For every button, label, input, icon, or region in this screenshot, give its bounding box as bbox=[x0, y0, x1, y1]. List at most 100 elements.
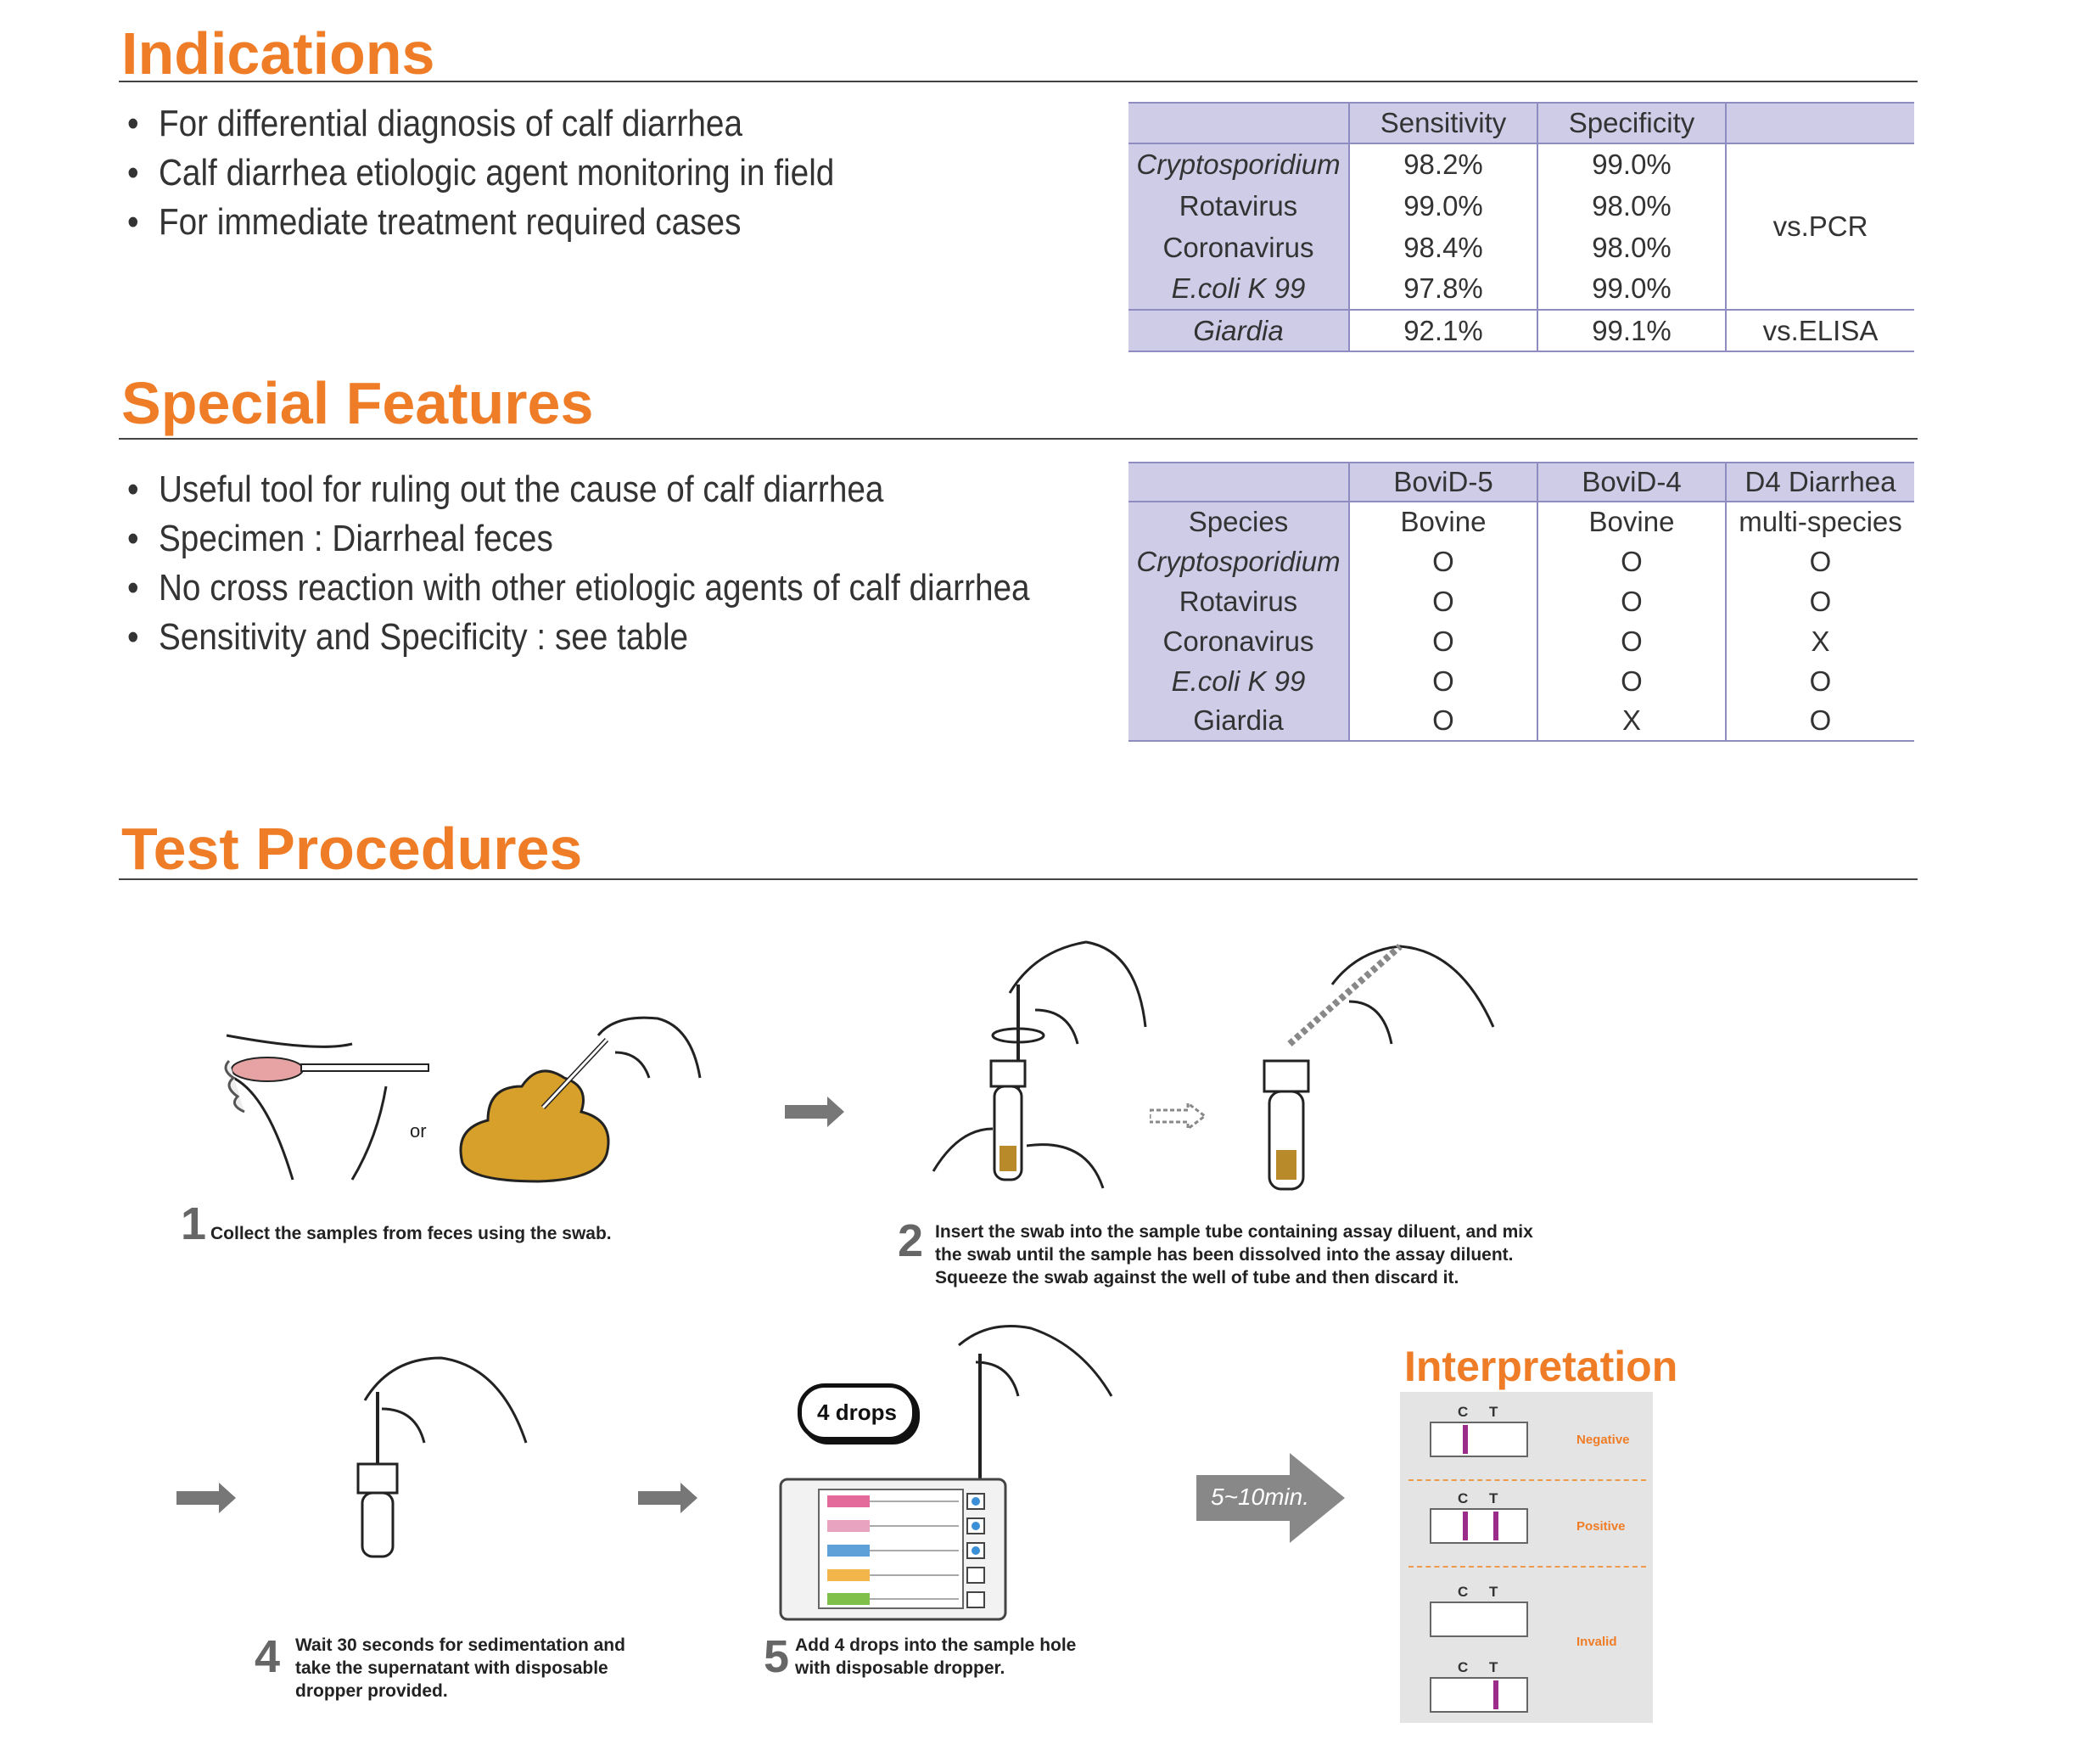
reference-method: vs.ELISA bbox=[1762, 314, 1879, 346]
table-cell: X bbox=[1537, 701, 1727, 741]
t-label: T bbox=[1489, 1659, 1498, 1675]
table-cell: O bbox=[1349, 541, 1538, 581]
arrow-icon bbox=[638, 1483, 697, 1513]
header-d4-diarrhea: D4 Diarrhea bbox=[1726, 463, 1914, 502]
time-arrow bbox=[1196, 1453, 1345, 1543]
test-line bbox=[1493, 1512, 1498, 1540]
row-label: Rotavirus bbox=[1128, 185, 1350, 227]
row-label: E.coli K 99 bbox=[1128, 268, 1350, 310]
row-label: Giardia bbox=[1128, 310, 1350, 351]
row-label: Species bbox=[1128, 502, 1350, 541]
positive-strip bbox=[1430, 1508, 1528, 1544]
step-number: 1 bbox=[181, 1198, 207, 1249]
specificity-value: 99.1% bbox=[1537, 310, 1727, 351]
header-bovid4: BoviD-4 bbox=[1537, 463, 1727, 502]
header-cell bbox=[1726, 103, 1914, 143]
indication-item: For immediate treatment required cases bbox=[127, 198, 834, 247]
test-device-illustration bbox=[779, 1325, 1113, 1621]
procedures-title: Test Procedures bbox=[121, 816, 583, 882]
sensitivity-value: 98.4% bbox=[1349, 227, 1538, 268]
header-bovid5: BoviD-5 bbox=[1349, 463, 1538, 502]
feature-item: Sensitivity and Specificity : see table bbox=[127, 613, 1030, 662]
interpretation-title: Interpretation bbox=[1404, 1343, 1678, 1390]
invalid-label: Invalid bbox=[1576, 1635, 1617, 1649]
table-cell: O bbox=[1809, 704, 1832, 736]
negative-strip bbox=[1430, 1422, 1528, 1457]
step1-illustration: or bbox=[224, 1016, 702, 1183]
feature-item: Specimen : Diarrheal feces bbox=[127, 514, 1030, 564]
c-label: C bbox=[1458, 1490, 1469, 1506]
step-text: Collect the samples from feces using the… bbox=[210, 1224, 612, 1243]
drops-badge: 4 drops bbox=[798, 1383, 916, 1441]
step4-illustration bbox=[356, 1356, 528, 1558]
or-label: or bbox=[410, 1120, 427, 1142]
header-sensitivity: Sensitivity bbox=[1349, 103, 1538, 143]
table-cell: O bbox=[1809, 545, 1832, 577]
dashed-arrow-icon bbox=[1150, 1103, 1207, 1129]
drops-label: 4 drops bbox=[817, 1400, 897, 1425]
table-cell: O bbox=[1349, 661, 1538, 701]
t-label: T bbox=[1489, 1490, 1498, 1506]
c-label: C bbox=[1458, 1659, 1469, 1675]
indications-title: Indications bbox=[121, 20, 435, 87]
indication-item: For differential diagnosis of calf diarr… bbox=[127, 99, 834, 149]
table-cell: O bbox=[1349, 621, 1538, 661]
sensitivity-value: 92.1% bbox=[1349, 310, 1538, 351]
c-label: C bbox=[1458, 1404, 1469, 1420]
indication-item: Calf diarrhea etiologic agent monitoring… bbox=[127, 149, 834, 198]
header-cell bbox=[1128, 103, 1350, 143]
feature-item: No cross reaction with other etiologic a… bbox=[127, 564, 1030, 613]
step2-illustration-mix bbox=[932, 940, 1147, 1189]
test-line bbox=[1493, 1680, 1498, 1709]
comparison-table: BoviD-5 BoviD-4 D4 Diarrhea Species Bovi… bbox=[1128, 462, 1914, 742]
specificity-value: 98.0% bbox=[1537, 227, 1727, 268]
header-specificity: Specificity bbox=[1537, 103, 1727, 143]
step-text: Add 4 drops into the sample hole with di… bbox=[795, 1635, 1077, 1678]
table-cell: O bbox=[1349, 701, 1538, 741]
positive-label: Positive bbox=[1576, 1519, 1626, 1534]
c-label: C bbox=[1458, 1584, 1469, 1600]
features-rule bbox=[119, 438, 1918, 440]
sensitivity-value: 97.8% bbox=[1349, 268, 1538, 310]
table-cell: O bbox=[1349, 581, 1538, 621]
table-cell: O bbox=[1809, 585, 1832, 617]
invalid-strip bbox=[1430, 1677, 1528, 1713]
step-number: 2 bbox=[898, 1215, 924, 1266]
row-label: Cryptosporidium bbox=[1128, 541, 1350, 581]
arrow-icon bbox=[785, 1097, 844, 1127]
row-label: Giardia bbox=[1128, 701, 1350, 741]
row-label: E.coli K 99 bbox=[1128, 661, 1350, 701]
reference-method: vs.PCR bbox=[1726, 143, 1914, 311]
table-cell: multi-species bbox=[1739, 506, 1902, 537]
step-text: Wait 30 seconds for sedimentation and ta… bbox=[295, 1635, 625, 1701]
sensitivity-value: 99.0% bbox=[1349, 185, 1538, 227]
table-cell: Bovine bbox=[1537, 502, 1727, 541]
control-line bbox=[1463, 1512, 1468, 1540]
indications-list: For differential diagnosis of calf diarr… bbox=[127, 99, 834, 247]
divider bbox=[1408, 1479, 1646, 1481]
table-cell: O bbox=[1537, 621, 1727, 661]
step-number: 5 bbox=[764, 1631, 790, 1682]
table-cell: X bbox=[1811, 625, 1830, 657]
specificity-value: 99.0% bbox=[1537, 268, 1727, 310]
t-label: T bbox=[1489, 1404, 1498, 1420]
table-cell: O bbox=[1537, 661, 1727, 701]
features-list: Useful tool for ruling out the cause of … bbox=[127, 465, 1030, 662]
indications-rule bbox=[119, 81, 1918, 82]
table-cell: O bbox=[1537, 541, 1727, 581]
specificity-value: 98.0% bbox=[1537, 185, 1727, 227]
row-label: Coronavirus bbox=[1128, 621, 1350, 661]
row-label: Rotavirus bbox=[1128, 581, 1350, 621]
invalid-strip bbox=[1430, 1602, 1528, 1637]
time-label: 5~10min. bbox=[1211, 1484, 1309, 1510]
t-label: T bbox=[1489, 1584, 1498, 1600]
table-cell: O bbox=[1809, 665, 1832, 697]
negative-label: Negative bbox=[1576, 1433, 1630, 1447]
sensitivity-value: 98.2% bbox=[1349, 143, 1538, 185]
arrow-icon bbox=[176, 1483, 236, 1513]
feature-item: Useful tool for ruling out the cause of … bbox=[127, 465, 1030, 514]
features-title: Special Features bbox=[121, 370, 594, 436]
header-cell bbox=[1128, 463, 1350, 502]
divider bbox=[1408, 1566, 1646, 1568]
table-cell: O bbox=[1537, 581, 1727, 621]
